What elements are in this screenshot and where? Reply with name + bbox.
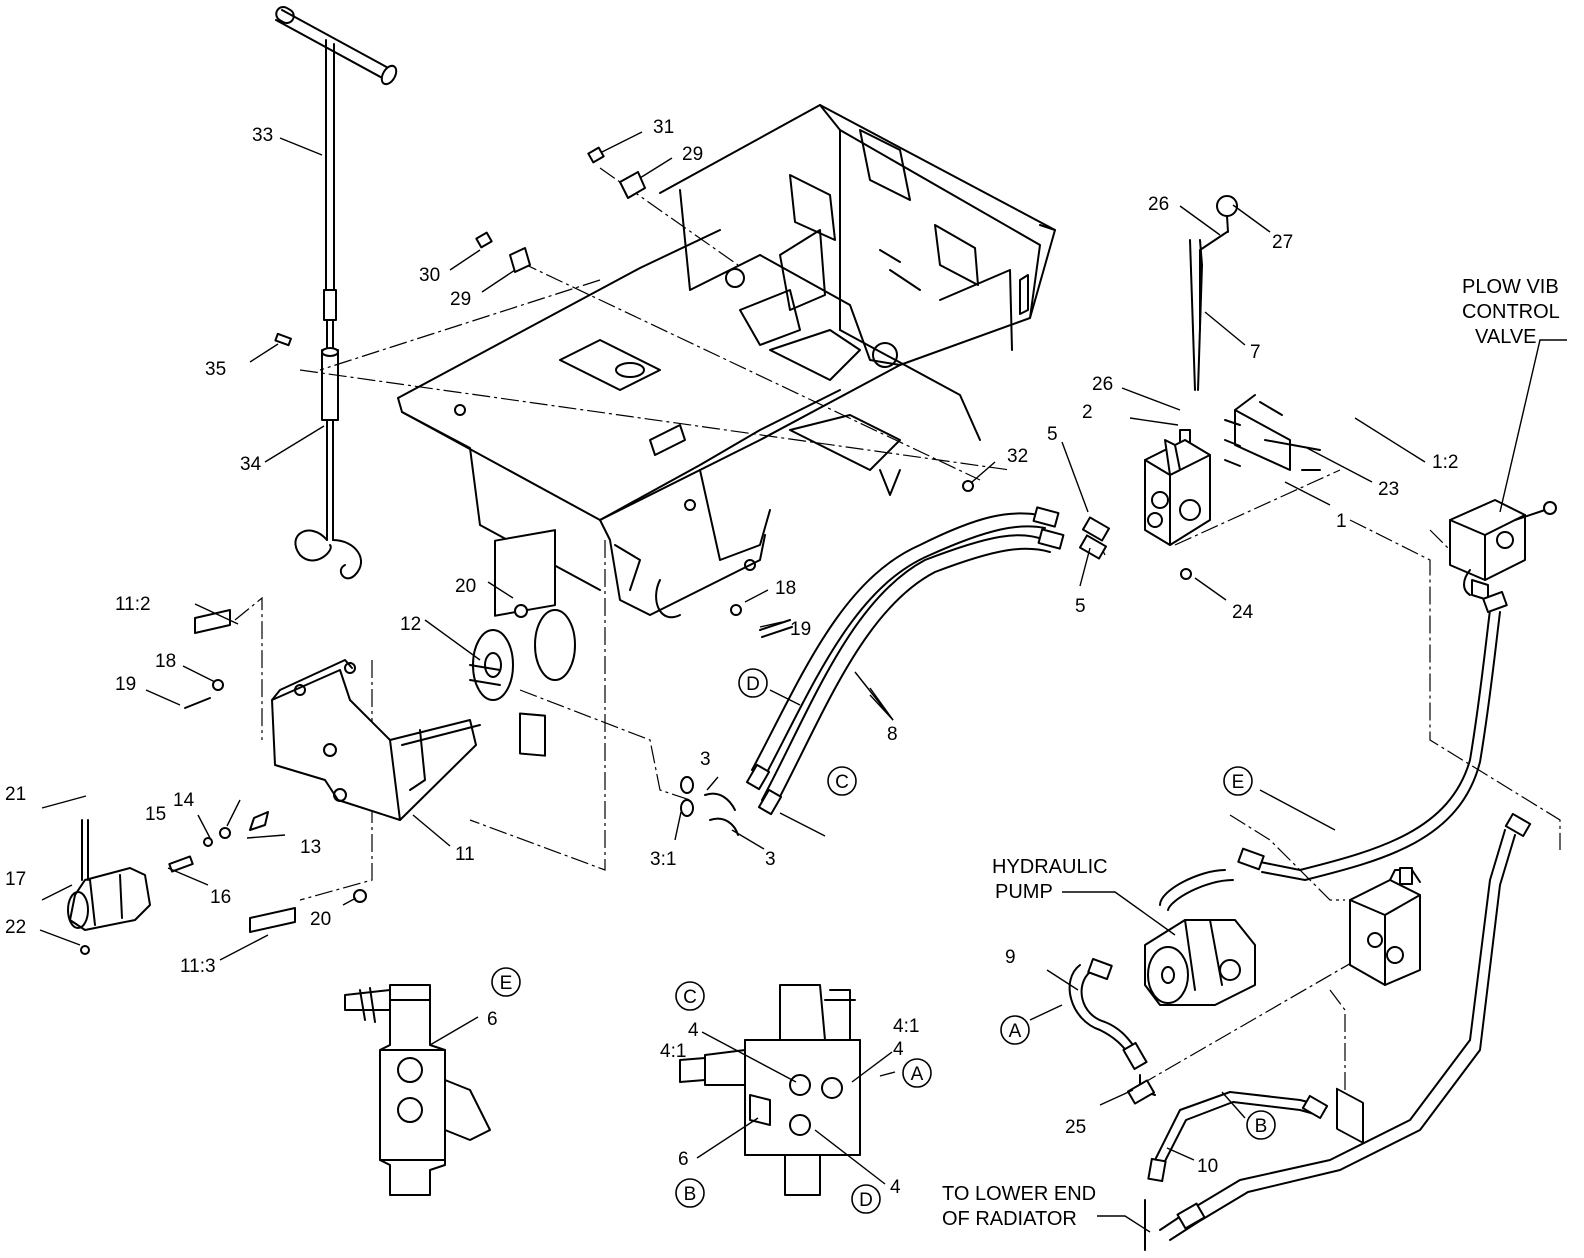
callout-32: 32 [1007, 446, 1028, 467]
callout-3a: 3 [700, 749, 711, 770]
callout-8: 8 [887, 724, 898, 745]
callout-6b: 6 [678, 1149, 689, 1170]
callout-20a: 20 [455, 576, 476, 597]
callout-5b: 5 [1075, 596, 1086, 617]
callout-25: 25 [1065, 1117, 1086, 1138]
callout-29b: 29 [450, 289, 471, 310]
callout-15: 15 [145, 804, 166, 825]
callout-21: 21 [5, 784, 26, 805]
circle-b-1: B [1255, 1116, 1268, 1137]
detail-view-e [344, 984, 491, 1196]
callout-11-2: 11:2 [115, 594, 151, 615]
callout-3-1: 3:1 [650, 849, 676, 870]
callout-16: 16 [210, 887, 231, 908]
callout-31: 31 [653, 117, 674, 138]
callout-1: 1 [1336, 511, 1347, 532]
callout-26b: 26 [1092, 374, 1113, 395]
plow-vib-label-3: VALVE [1475, 326, 1537, 348]
t-handle-tool [274, 6, 398, 580]
callout-3b: 3 [765, 849, 776, 870]
plow-vib-label-1: PLOW VIB [1462, 276, 1559, 298]
callout-20b: 20 [310, 909, 331, 930]
detail-view-center-valve [679, 984, 861, 1196]
circle-a-1: A [911, 1064, 924, 1085]
radiator-label-1: TO LOWER END [942, 1183, 1096, 1205]
callout-14: 14 [173, 790, 195, 811]
callout-4-1a: 4:1 [660, 1041, 686, 1062]
callout-19b: 19 [115, 674, 136, 695]
callout-4b: 4 [893, 1039, 904, 1060]
callout-2: 2 [1082, 402, 1093, 423]
circle-e-1: E [1232, 772, 1245, 793]
callout-4c: 4 [890, 1177, 901, 1198]
radiator-label-2: OF RADIATOR [942, 1208, 1077, 1230]
callout-17: 17 [5, 869, 26, 890]
callout-35: 35 [205, 359, 226, 380]
callout-18b: 18 [155, 651, 176, 672]
callout-7: 7 [1250, 342, 1261, 363]
circle-c-1: C [835, 772, 849, 793]
callout-13: 13 [300, 837, 321, 858]
plow-vib-valve [1449, 499, 1557, 601]
callout-6a: 6 [487, 1009, 498, 1030]
callout-29a: 29 [682, 144, 703, 165]
callout-labels: 33 35 34 31 29 30 29 32 26 27 7 26 2 5 5… [5, 117, 1458, 1198]
callout-18a: 18 [775, 578, 796, 599]
circle-d-2: D [859, 1190, 873, 1211]
callout-11-3: 11:3 [180, 956, 216, 977]
callout-22: 22 [5, 917, 26, 938]
callout-12: 12 [400, 614, 421, 635]
plow-vib-label-2: CONTROL [1462, 301, 1560, 323]
machine-frame [397, 104, 1056, 619]
circle-e-2: E [500, 973, 513, 994]
callout-19a: 19 [790, 619, 811, 640]
pump-mount-assembly [67, 529, 576, 955]
callout-9: 9 [1005, 947, 1016, 968]
callout-23: 23 [1378, 479, 1399, 500]
callout-26a: 26 [1148, 194, 1169, 215]
callout-4a: 4 [688, 1020, 699, 1041]
hose-assembly-8 [745, 506, 1111, 816]
circle-d-1: D [746, 674, 760, 695]
hydraulic-pump-label-1: HYDRAULIC [992, 856, 1108, 878]
control-valve-assembly [1144, 195, 1364, 1144]
hydraulic-pump-label-2: PUMP [995, 881, 1053, 903]
callout-33: 33 [252, 125, 273, 146]
callout-30: 30 [419, 265, 440, 286]
callout-4-1b: 4:1 [893, 1016, 919, 1037]
circle-c-2: C [683, 987, 697, 1008]
callout-10: 10 [1197, 1156, 1218, 1177]
leader-lines [39, 131, 1567, 1233]
circle-a-2: A [1009, 1021, 1022, 1042]
callout-34: 34 [240, 454, 262, 475]
callout-11: 11 [455, 844, 475, 865]
text-notes: PLOW VIB CONTROL VALVE HYDRAULIC PUMP TO… [942, 276, 1560, 1230]
callout-24: 24 [1232, 602, 1254, 623]
callout-5a: 5 [1047, 424, 1058, 445]
hydraulic-pump-assembly [1068, 591, 1532, 1251]
circle-b-2: B [684, 1184, 697, 1205]
circled-letters: D C E E C A A B B D [491, 668, 1276, 1214]
callout-1-2: 1:2 [1432, 452, 1458, 473]
callout-27: 27 [1272, 232, 1293, 253]
